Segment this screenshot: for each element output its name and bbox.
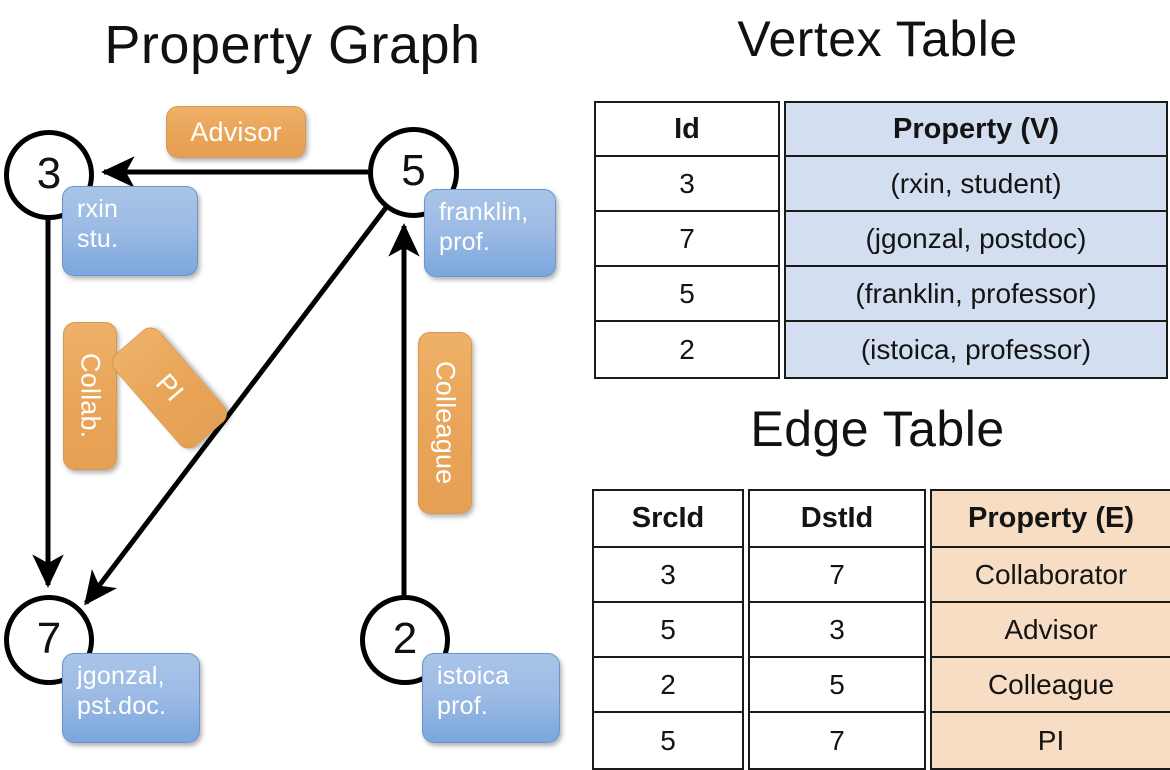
vertex-table-header-id: Id: [596, 103, 778, 157]
vertex-property-box-2[interactable]: istoica prof.: [422, 653, 560, 743]
vertex-property-box-3-line2: stu.: [77, 224, 119, 253]
vertex-property-box-7[interactable]: jgonzal, pst.doc.: [62, 653, 200, 743]
graph-edge-lines: [32, 156, 420, 606]
edge-table-property-column: Property (E) Collaborator Advisor Collea…: [930, 489, 1170, 770]
table-cell: 5: [750, 658, 924, 713]
table-cell: 2: [594, 658, 742, 713]
vertex-property-box-5-line1: franklin,: [439, 198, 529, 226]
table-cell: 7: [596, 212, 778, 267]
vertex-property-box-5-line2: prof.: [439, 227, 491, 256]
edge-table-header-srcid: SrcId: [594, 491, 742, 548]
table-cell: (franklin, professor): [786, 267, 1166, 322]
edge-label-colleague[interactable]: Colleague: [418, 332, 472, 514]
edge-label-collab[interactable]: Collab.: [63, 322, 117, 470]
table-cell: 2: [596, 322, 778, 377]
vertex-property-box-2-line2: prof.: [437, 691, 489, 720]
table-cell: 3: [594, 548, 742, 603]
vertex-property-box-3-line1: rxin: [77, 195, 119, 223]
property-graph-diagram: 3 5 7 2 Advisor Collab. PI Colleague rxi…: [0, 0, 585, 760]
vertex-table-property-column: Property (V) (rxin, student) (jgonzal, p…: [784, 101, 1168, 379]
graph-edge-5-to-7: [84, 203, 390, 606]
graph-node-5[interactable]: 5: [368, 127, 459, 218]
table-cell: 7: [750, 548, 924, 603]
table-cell: 7: [750, 713, 924, 768]
table-cell: 5: [594, 713, 742, 768]
table-cell: PI: [932, 713, 1170, 768]
page-title-vertex-table: Vertex Table: [737, 11, 1018, 67]
vertex-property-box-5[interactable]: franklin, prof.: [424, 189, 556, 277]
vertex-property-box-3[interactable]: rxin stu.: [62, 186, 198, 276]
vertex-table: Id 3 7 5 2 Property (V) (rxin, student) …: [594, 101, 1168, 379]
graph-node-3-label: 3: [36, 148, 62, 198]
table-cell: 3: [596, 157, 778, 212]
edge-label-advisor-text: Advisor: [190, 116, 282, 147]
edge-table-header-property: Property (E): [932, 491, 1170, 548]
table-cell: Advisor: [932, 603, 1170, 658]
edge-table: SrcId 3 5 2 5 DstId 7 3 5 7 Property (E)…: [592, 489, 1170, 770]
table-cell: 3: [750, 603, 924, 658]
table-cell: (istoica, professor): [786, 322, 1166, 377]
table-cell: 5: [596, 267, 778, 322]
edge-label-collab-text: Collab.: [75, 353, 106, 439]
vertex-property-box-2-line1: istoica: [437, 662, 510, 690]
graph-node-5-label: 5: [401, 146, 426, 195]
vertex-table-id-column: Id 3 7 5 2: [594, 101, 780, 379]
page-title-edge-table: Edge Table: [750, 401, 1005, 457]
edge-label-advisor[interactable]: Advisor: [166, 106, 306, 158]
edge-table-header-dstid: DstId: [750, 491, 924, 548]
vertex-property-box-7-line1: jgonzal,: [77, 662, 165, 690]
edge-label-pi-text: PI: [150, 368, 190, 408]
vertex-property-box-7-line2: pst.doc.: [77, 691, 167, 720]
table-cell: Collaborator: [932, 548, 1170, 603]
table-cell: Colleague: [932, 658, 1170, 713]
graph-node-7-label: 7: [36, 613, 62, 663]
vertex-table-header-property: Property (V): [786, 103, 1166, 157]
table-cell: (jgonzal, postdoc): [786, 212, 1166, 267]
edge-label-colleague-text: Colleague: [430, 361, 461, 485]
page-title-property-graph: Property Graph: [104, 15, 481, 75]
edge-table-dstid-column: DstId 7 3 5 7: [748, 489, 926, 770]
table-cell: 5: [594, 603, 742, 658]
table-cell: (rxin, student): [786, 157, 1166, 212]
graph-node-2[interactable]: 2: [360, 595, 450, 685]
graph-node-2-label: 2: [392, 613, 418, 663]
edge-table-srcid-column: SrcId 3 5 2 5: [592, 489, 744, 770]
